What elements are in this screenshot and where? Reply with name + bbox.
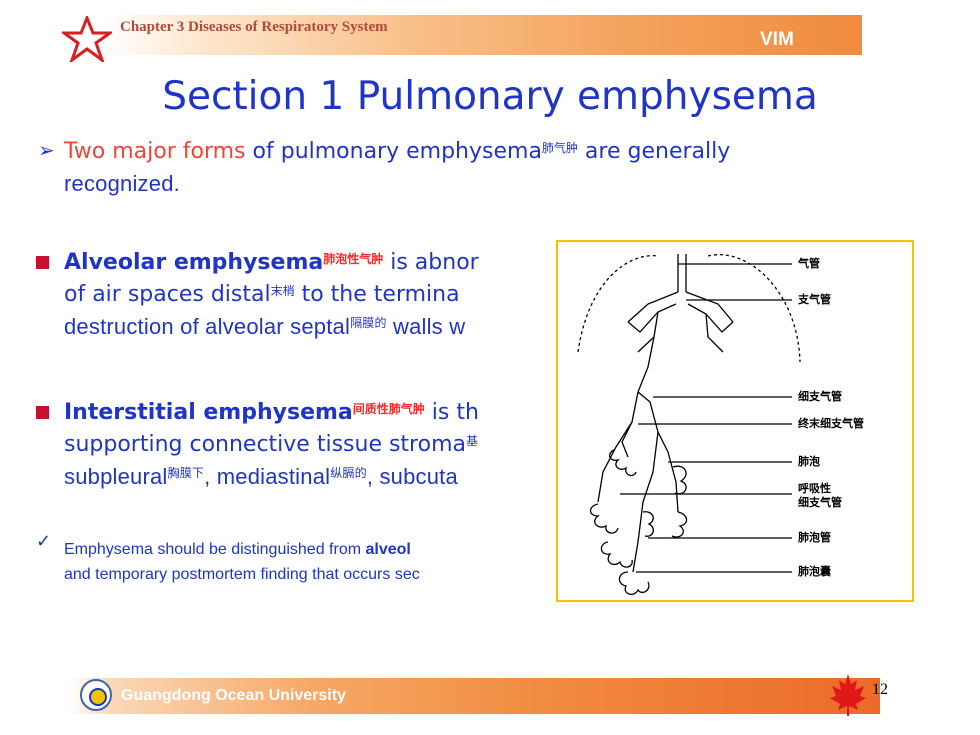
label-bronchus: 支气管	[798, 293, 831, 306]
intro-text-end: are generally	[577, 139, 731, 164]
page-number: 12	[872, 681, 888, 698]
interstitial-gloss3: 胸膜下	[167, 466, 205, 480]
interstitial-text: is th	[424, 400, 479, 425]
label-respiratory: 呼吸性	[798, 482, 831, 495]
intro-text: of pulmonary emphysema	[245, 139, 542, 164]
label-alveolar-duct: 肺泡管	[798, 531, 831, 544]
respiratory-tree-figure: 气管 支气管 细支气管 终末细支气管 肺泡 呼吸性 细支气管 肺泡管 肺泡囊	[556, 240, 914, 602]
intro-highlight: Two major forms	[64, 139, 246, 164]
interstitial-line3c: , subcuta	[366, 464, 458, 489]
interstitial-paragraph: Interstitial emphysema间质性肺气肿 is th suppo…	[64, 397, 479, 493]
alveolar-paragraph: Alveolar emphysema肺泡性气肿 is abnor of air …	[64, 247, 479, 343]
vim-badge: VIM	[760, 29, 794, 50]
chapter-title: Chapter 3 Diseases of Respiratory System	[120, 19, 388, 35]
interstitial-term: Interstitial emphysema	[64, 400, 353, 425]
label-alveolar-sac: 肺泡囊	[798, 565, 831, 578]
alveolar-line3a: destruction of alveolar septal	[64, 314, 351, 339]
arrow-bullet-icon: ➢	[38, 138, 55, 162]
alveolar-gloss2: 末梢	[270, 284, 295, 298]
header-bar	[105, 15, 862, 55]
intro-chinese-gloss: 肺气肿	[541, 141, 578, 155]
interstitial-line3b: , mediastinal	[204, 464, 331, 489]
note-text: Emphysema should be distinguished from	[64, 541, 366, 558]
university-name: Guangdong Ocean University	[121, 687, 346, 704]
university-logo-icon	[80, 679, 112, 711]
star-icon	[62, 16, 112, 62]
alveolar-text: is abnor	[383, 250, 479, 275]
alveolar-line3b: walls w	[386, 314, 466, 339]
interstitial-gloss4: 纵膈的	[330, 466, 367, 480]
label-bronchiole: 细支气管	[798, 390, 842, 403]
airway-diagram	[577, 254, 801, 596]
label-trachea: 气管	[798, 257, 820, 270]
alveolar-term: Alveolar emphysema	[64, 250, 324, 275]
note-line1: Emphysema should be distinguished from a…	[64, 541, 411, 559]
alveolar-line2b: to the termina	[294, 282, 460, 307]
square-bullet-icon	[36, 256, 49, 269]
label-alveolus: 肺泡	[798, 455, 820, 468]
page-title: Section 1 Pulmonary emphysema	[162, 74, 818, 119]
footer-bar	[70, 678, 880, 714]
label-respiratory-bronchiole: 细支气管	[798, 496, 842, 509]
interstitial-chinese-gloss: 间质性肺气肿	[352, 402, 425, 416]
label-terminal-bronchiole: 终末细支气管	[798, 417, 864, 430]
maple-leaf-icon	[830, 674, 866, 716]
alveolar-chinese-gloss: 肺泡性气肿	[323, 252, 384, 266]
square-bullet-icon	[36, 406, 49, 419]
interstitial-line2a: supporting connective tissue stroma	[64, 432, 466, 457]
intro-line2: recognized.	[64, 171, 180, 196]
alveolar-line2a: of air spaces distal	[64, 282, 271, 307]
checkmark-icon: ✓	[36, 531, 52, 552]
note-line2: and temporary postmortem finding that oc…	[64, 566, 420, 583]
interstitial-gloss2: 基	[466, 434, 479, 448]
interstitial-line3a: subpleural	[64, 464, 168, 489]
intro-paragraph: Two major forms of pulmonary emphysema肺气…	[64, 136, 730, 200]
alveolar-gloss3: 隔膜的	[350, 316, 387, 330]
note-bold: alveol	[365, 541, 411, 558]
